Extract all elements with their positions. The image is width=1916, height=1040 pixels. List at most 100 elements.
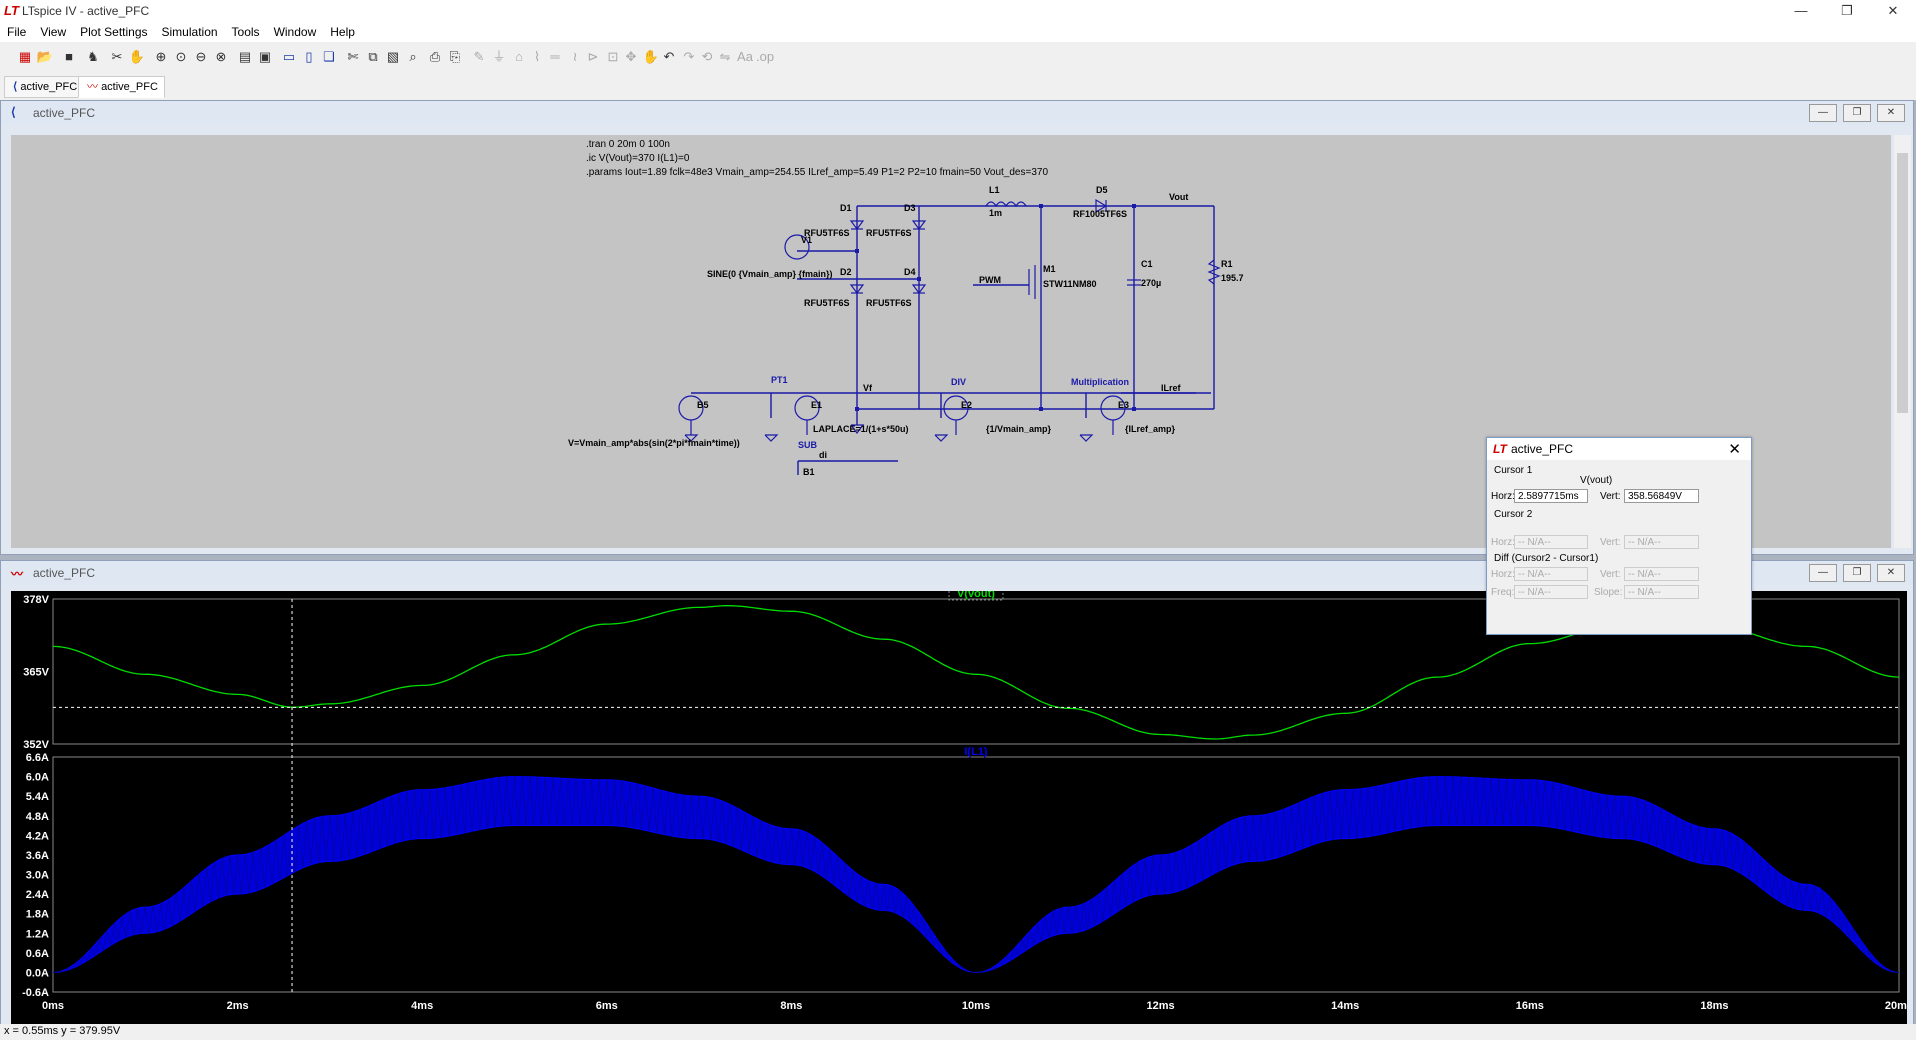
- pause-icon[interactable]: ✂: [111, 49, 123, 64]
- svg-text:RFU5TF6S: RFU5TF6S: [804, 298, 850, 308]
- svg-text:C1: C1: [1141, 259, 1153, 269]
- directive-ic[interactable]: .ic V(Vout)=370 I(L1)=0: [586, 153, 690, 164]
- zoom-full-icon[interactable]: ⊗: [215, 49, 227, 64]
- svg-text:R1: R1: [1221, 259, 1233, 269]
- rotate-icon[interactable]: ⟲: [701, 49, 713, 64]
- tab-schematic[interactable]: ⟨ active_PFC: [4, 76, 85, 98]
- simulation-run-icon[interactable]: ♞: [87, 49, 99, 64]
- child-restore-button[interactable]: ❐: [1843, 564, 1871, 582]
- waveform-svg[interactable]: V(vout) I(L1) 378V365V352V6.6A6.0A5.4A4.…: [11, 586, 1913, 1031]
- move-icon[interactable]: ✥: [625, 49, 637, 64]
- spice-directive-icon[interactable]: .op: [756, 49, 775, 64]
- child-restore-button[interactable]: ❐: [1843, 104, 1871, 122]
- cursor1-horz-field[interactable]: 2.5897715ms: [1514, 489, 1588, 503]
- cascade-zoom-icon[interactable]: ▣: [258, 49, 272, 64]
- text-icon[interactable]: Aa: [737, 49, 753, 64]
- copy-icon[interactable]: ⧉: [368, 49, 378, 64]
- ltspice-logo-icon: LT: [4, 3, 19, 18]
- resistor-icon[interactable]: ⌇: [533, 49, 541, 64]
- print-icon[interactable]: ⎙: [429, 49, 441, 64]
- freq-label: Freq:: [1491, 587, 1515, 598]
- svg-text:D5: D5: [1096, 185, 1108, 195]
- diff-vert-field[interactable]: -- N/A--: [1624, 567, 1699, 581]
- menu-window[interactable]: Window: [273, 25, 317, 39]
- diff-horz-field[interactable]: -- N/A--: [1514, 567, 1588, 581]
- il1-trace: [52, 776, 1900, 973]
- menu-file[interactable]: File: [7, 25, 27, 39]
- horz2-label: Horz:: [1491, 537, 1515, 548]
- menu-view[interactable]: View: [40, 25, 67, 39]
- cursor1-vert-field[interactable]: 358.56849V: [1624, 489, 1699, 503]
- svg-text:SUB: SUB: [798, 440, 818, 450]
- mirror-icon[interactable]: ⇋: [719, 49, 731, 64]
- component-icon[interactable]: ⊡: [607, 49, 619, 64]
- x-tick-label: 14ms: [1331, 1000, 1359, 1012]
- zoom-out-icon[interactable]: ⊖: [195, 49, 207, 64]
- component-labels: D1 D3 D2 D4 RFU5TF6S RFU5TF6S RFU5TF6S R…: [568, 185, 1244, 477]
- svg-text:Vf: Vf: [863, 383, 873, 393]
- autorange-icon[interactable]: ▤: [238, 49, 252, 64]
- tile-vertical-icon[interactable]: ▯: [305, 49, 313, 64]
- close-button[interactable]: ✕: [1887, 3, 1899, 18]
- pane-vout[interactable]: [52, 598, 1900, 745]
- slope-field[interactable]: -- N/A--: [1624, 585, 1699, 599]
- control-panel-icon[interactable]: ▦: [18, 49, 32, 64]
- cut-icon[interactable]: ✄: [347, 49, 359, 64]
- menu-help[interactable]: Help: [330, 25, 355, 39]
- cascade-icon[interactable]: ❏: [323, 49, 335, 64]
- schematic-canvas[interactable]: .tran 0 20m 0 100n .ic V(Vout)=370 I(L1)…: [11, 135, 1891, 548]
- print-setup-icon[interactable]: ⎘: [449, 49, 461, 64]
- save-icon[interactable]: ■: [65, 49, 73, 64]
- child-close-button[interactable]: ✕: [1877, 564, 1905, 582]
- symbols[interactable]: [678, 198, 1221, 442]
- menu-tools[interactable]: Tools: [231, 25, 260, 39]
- child-minimize-button[interactable]: —: [1809, 104, 1837, 122]
- paste-icon[interactable]: ▧: [386, 49, 400, 64]
- diode-icon[interactable]: ⊳: [587, 49, 599, 64]
- halt-icon[interactable]: ✋: [128, 49, 146, 64]
- scrollbar-thumb[interactable]: [1897, 153, 1908, 413]
- cursor-window[interactable]: LT active_PFC ✕ Cursor 1 V(vout) Horz: 2…: [1486, 437, 1752, 635]
- directive-params[interactable]: .params Iout=1.89 fclk=48e3 Vmain_amp=25…: [586, 167, 1048, 178]
- svg-text:1m: 1m: [989, 208, 1002, 218]
- zoom-in-icon[interactable]: ⊕: [155, 49, 167, 64]
- x-tick-label: 4ms: [411, 1000, 433, 1012]
- schematic-window-title: active_PFC: [33, 106, 96, 120]
- child-close-button[interactable]: ✕: [1877, 104, 1905, 122]
- svg-text:SINE(0 {Vmain_amp} {fmain}): SINE(0 {Vmain_amp} {fmain}): [707, 269, 833, 279]
- cursor2-vert-field[interactable]: -- N/A--: [1624, 535, 1699, 549]
- find-icon[interactable]: ⌕: [409, 49, 417, 64]
- menu-plot-settings[interactable]: Plot Settings: [80, 25, 148, 39]
- redo-icon[interactable]: ↷: [683, 49, 695, 64]
- svg-text:E1: E1: [811, 400, 822, 410]
- cursor-1[interactable]: [53, 599, 1899, 992]
- cursor-window-close-icon[interactable]: ✕: [1728, 441, 1741, 458]
- maximize-button[interactable]: ❐: [1841, 3, 1853, 18]
- draw-wire-icon[interactable]: ✎: [473, 49, 485, 64]
- trace-label-vout[interactable]: V(vout): [957, 588, 995, 600]
- undo-icon[interactable]: ↶: [663, 49, 675, 64]
- diff-vert-label: Vert:: [1600, 569, 1621, 580]
- schematic-vertical-scrollbar[interactable]: [1894, 135, 1911, 548]
- drag-icon[interactable]: ✋: [642, 49, 660, 64]
- svg-text:DIV: DIV: [951, 377, 966, 387]
- trace-label-il1[interactable]: I(L1): [964, 746, 988, 758]
- pane-il1[interactable]: [52, 756, 1900, 993]
- pan-icon[interactable]: ⊙: [175, 49, 187, 64]
- inductor-icon[interactable]: ≀: [572, 49, 578, 64]
- ground-icon[interactable]: ⏚: [492, 49, 506, 64]
- open-icon[interactable]: 📂: [36, 49, 54, 64]
- menu-simulation[interactable]: Simulation: [161, 25, 218, 39]
- label-icon[interactable]: ⌂: [515, 49, 523, 64]
- mdi-workspace: ⟨ active_PFC — ❐ ✕ .tran 0 20m 0 100n .i…: [0, 100, 1916, 1032]
- directive-tran[interactable]: .tran 0 20m 0 100n: [586, 139, 670, 150]
- minimize-button[interactable]: —: [1794, 3, 1808, 18]
- il1-y-tick-label: 5.4A: [26, 791, 49, 803]
- freq-field[interactable]: -- N/A--: [1514, 585, 1588, 599]
- child-minimize-button[interactable]: —: [1809, 564, 1837, 582]
- cursor2-horz-field[interactable]: -- N/A--: [1514, 535, 1588, 549]
- tile-horizontal-icon[interactable]: ▭: [282, 49, 296, 64]
- capacitor-icon[interactable]: ═: [550, 49, 560, 64]
- tab-waveform[interactable]: 〰 active_PFC: [78, 76, 165, 98]
